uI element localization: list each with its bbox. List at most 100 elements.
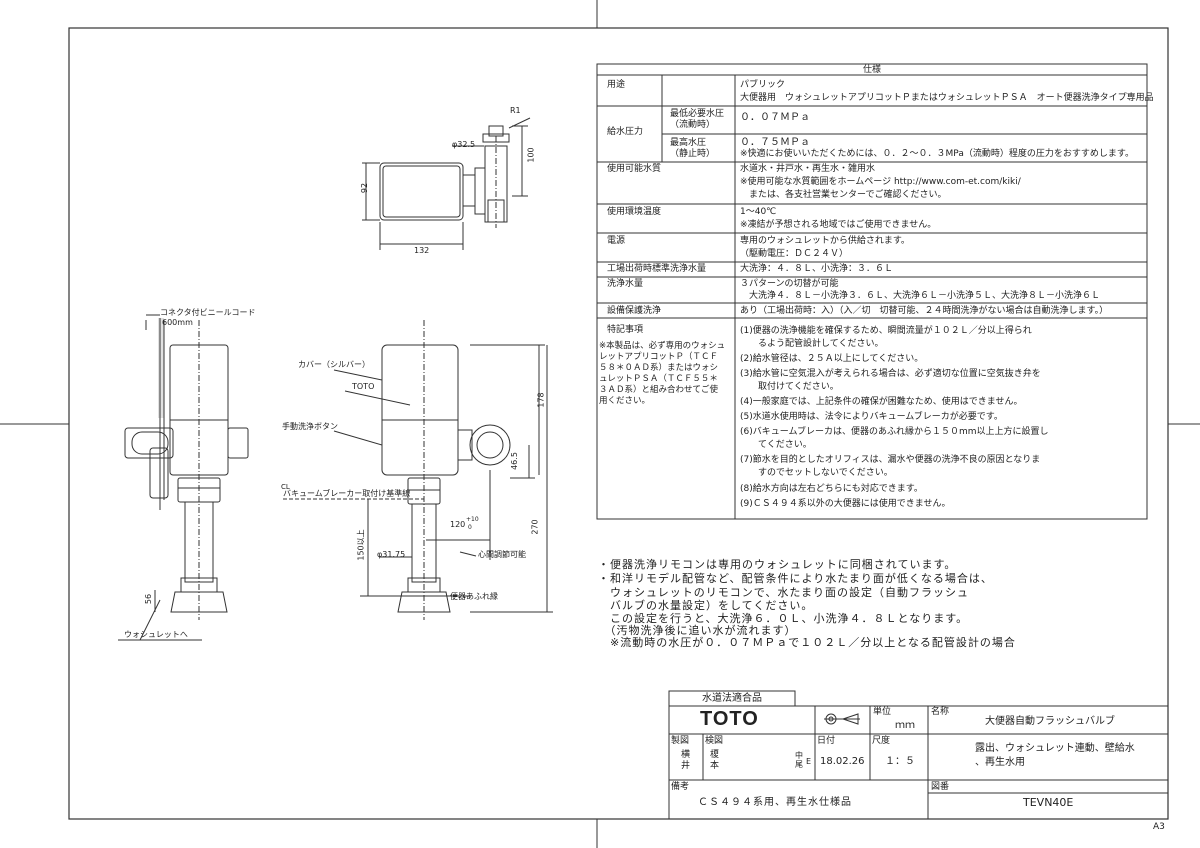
dim-178: 178 — [536, 392, 546, 408]
check-label: 検図 — [705, 736, 724, 746]
spec-note-item: 取付けてください。 — [740, 382, 839, 392]
approval-stamp-mark: E — [806, 757, 812, 766]
side-view-lines — [118, 314, 249, 641]
spec-label-note: レットアプリコットＰ（ＴＣＦ — [599, 352, 719, 362]
dim-diameter: φ32.5 — [452, 140, 476, 149]
approval-stamp: 中尾 — [795, 751, 803, 769]
checker-name-b: 本 — [710, 761, 720, 771]
spec-note-item: (3)給水管に空気混入が考えられる場合は、必ず適切な位置に空気抜き弁を — [740, 369, 1041, 379]
spec-sublabel: 最高水圧 — [670, 138, 707, 148]
dim-width-132: 132 — [414, 246, 430, 255]
spec-note-item: すのでセットしないでください。 — [740, 468, 893, 478]
spec-value: 大洗浄４．８Ｌ－小洗浄３．６Ｌ、大洗浄６Ｌ－小洗浄５Ｌ、大洗浄８Ｌ－小洗浄６Ｌ — [740, 291, 1101, 301]
product-desc-1: 露出、ウォシュレット連動、壁給水 — [975, 743, 1135, 754]
dim-120-tol-plus: +10 — [466, 516, 479, 523]
product-name: 大便器自動フラッシュバルブ — [985, 716, 1115, 727]
spec-label-note: ュレットＰＳＡ（ＴＣＦ５５＊ — [599, 374, 718, 384]
spec-value: 1～40℃ — [740, 207, 777, 217]
spec-label-note: ※本製品は、必ず専用のウォシュ — [599, 341, 726, 351]
note-line: ウォシュレットのリモコンで、水たまり面の設定（自動フラッシュ — [598, 586, 970, 599]
spec-value: 専用のウォシュレットから供給されます。 — [740, 236, 910, 246]
dim-56: 56 — [144, 593, 154, 605]
note-line: ・便器洗浄リモコンは専用のウォシュレットに同梱されています。 — [598, 558, 957, 571]
spec-value: ※使用可能な水質範囲をホームページ http://www.com-et.com/… — [740, 177, 1021, 187]
spec-note-item: (6)バキュームブレーカは、便器のあふれ縁から１５０mm以上上方に設置し — [740, 427, 1049, 437]
spec-value: あり（工場出荷時：入）（入／切 切替可能、２４時間洗浄がない場合は自動洗浄します… — [740, 306, 1109, 316]
cord-label: コネクタ付ビニールコード — [160, 308, 256, 317]
spec-value: ３パターンの切替が可能 — [740, 279, 839, 289]
top-view-lines — [362, 117, 531, 250]
dim-r1: R1 — [510, 106, 521, 115]
spec-label-power: 電源 — [607, 236, 626, 246]
spec-value: 大洗浄：４．８Ｌ、小洗浄：３．６Ｌ — [740, 264, 894, 274]
drawing-number-label: 図番 — [931, 782, 950, 792]
spec-note-item: (4)一般家庭では、上記条件の確保が困難なため、使用はできません。 — [740, 397, 1023, 407]
dim-120-tol-zero: 0 — [468, 524, 472, 531]
unit-value: ｍｍ — [895, 720, 915, 731]
dim-depth-92: 92 — [360, 182, 370, 194]
spec-label-note: ５８＊０ＡＤ系）またはウォシ — [599, 363, 719, 373]
certification-label: 水道法適合品 — [702, 693, 762, 704]
spec-value: ※快適にお使いいただくためには、０．２～０．３MPa（流動時）程度の圧力をおすす… — [740, 149, 1134, 159]
spec-note-item: (7)節水を目的としたオリフィスは、漏水や便器の洗浄不良の原因となりま — [740, 455, 1041, 465]
spec-note-item: (2)給水管径は、２５Ａ以上にしてください。 — [740, 354, 924, 364]
drawing-number: TEVN40E — [1023, 796, 1074, 809]
scale-label: 尺度 — [872, 736, 891, 746]
unit-label: 単位 — [873, 707, 892, 717]
dim-120: 120 — [450, 520, 466, 529]
spec-sublabel: （流動時） — [670, 120, 716, 130]
toto-logo: TOTO — [700, 708, 759, 730]
toto-label: TOTO — [352, 382, 375, 391]
title-block-lines — [668, 690, 1169, 820]
cover-label: カバー（シルバー） — [298, 360, 370, 369]
dim-150-min: 150以上 — [356, 529, 366, 561]
spec-value: ０．７５ＭＰａ — [740, 137, 810, 148]
scale-value: １：５ — [885, 756, 915, 767]
spec-note-item: (1)便器の洗浄機能を確保するため、瞬間流量が１０２Ｌ／分以上得られ — [740, 326, 1032, 336]
spec-label-note: ３ＡＤ系）と組み合わせてご使 — [599, 385, 719, 395]
spec-value: ※凍結が予想される地域ではご使用できません。 — [740, 220, 937, 230]
note-line: ※流動時の水圧が０．０７ＭＰａで１０２Ｌ／分以上となる配管設計の場合 — [598, 636, 1016, 649]
spec-label-water-quality: 使用可能水質 — [607, 164, 662, 174]
maker-name-b: 井 — [681, 761, 691, 771]
dim-270: 270 — [530, 519, 540, 535]
cl-mark: CL — [281, 483, 290, 491]
checker-name-a: 榎 — [710, 750, 720, 760]
maker-name-a: 横 — [681, 750, 691, 760]
spec-label-special-notes: 特記事項 — [607, 325, 644, 335]
note-line: バルブの水量設定）をしてください。 — [598, 599, 814, 612]
spec-value: ０．０７ＭＰａ — [740, 112, 810, 123]
spec-note-item: てください。 — [740, 440, 812, 450]
spec-sublabel: （静止時） — [670, 149, 716, 159]
spec-label-default-volume: 工場出荷時標準洗浄水量 — [607, 264, 707, 274]
spec-table-lines — [596, 63, 1148, 520]
note-line: この設定を行うと、大洗浄６．０Ｌ、小洗浄４．８Ｌとなります。 — [598, 612, 969, 625]
bowl-rim-label: 便器あふれ縁 — [450, 592, 498, 601]
spec-note-item: るよう配管設計してください。 — [740, 339, 884, 349]
dim-height-100: 100 — [526, 147, 536, 163]
dim-46-5: 46.5 — [509, 452, 519, 470]
spec-label-temperature: 使用環境温度 — [607, 207, 662, 217]
spec-sublabel: 最低必要水圧 — [670, 109, 725, 119]
spec-label-use: 用途 — [607, 80, 626, 90]
vacuum-breaker-line-label: バキュームブレーカー取付け基準線 — [283, 489, 411, 498]
spec-value: パブリック — [740, 80, 786, 90]
spec-label-note: 用ください。 — [599, 396, 651, 406]
product-desc-2: 、再生水用 — [975, 757, 1025, 768]
made-label: 製図 — [671, 736, 690, 746]
adjustable-center-label: 心間調節可能 — [478, 550, 526, 559]
spec-value: または、各支社営業センターでご確認ください。 — [740, 190, 947, 200]
dim-pipe-diameter: φ31.75 — [377, 550, 406, 559]
spec-value: 水道水・井戸水・再生水・雑用水 — [740, 164, 876, 174]
spec-label-protection: 設備保護洗浄 — [607, 306, 662, 316]
remarks-label: 備考 — [671, 782, 690, 792]
to-washlet-label: ウォシュレットへ — [124, 630, 188, 639]
manual-flush-button-label: 手動洗浄ボタン — [282, 422, 338, 431]
spec-label-pressure: 給水圧力 — [607, 127, 644, 137]
remarks-value: ＣＳ４９４系用、再生水仕様品 — [698, 797, 852, 808]
cord-length: 600mm — [162, 318, 193, 327]
spec-title: 仕様 — [862, 65, 881, 75]
spec-value: （駆動電圧：ＤＣ２４Ｖ） — [740, 249, 849, 259]
name-label: 名称 — [931, 707, 950, 717]
